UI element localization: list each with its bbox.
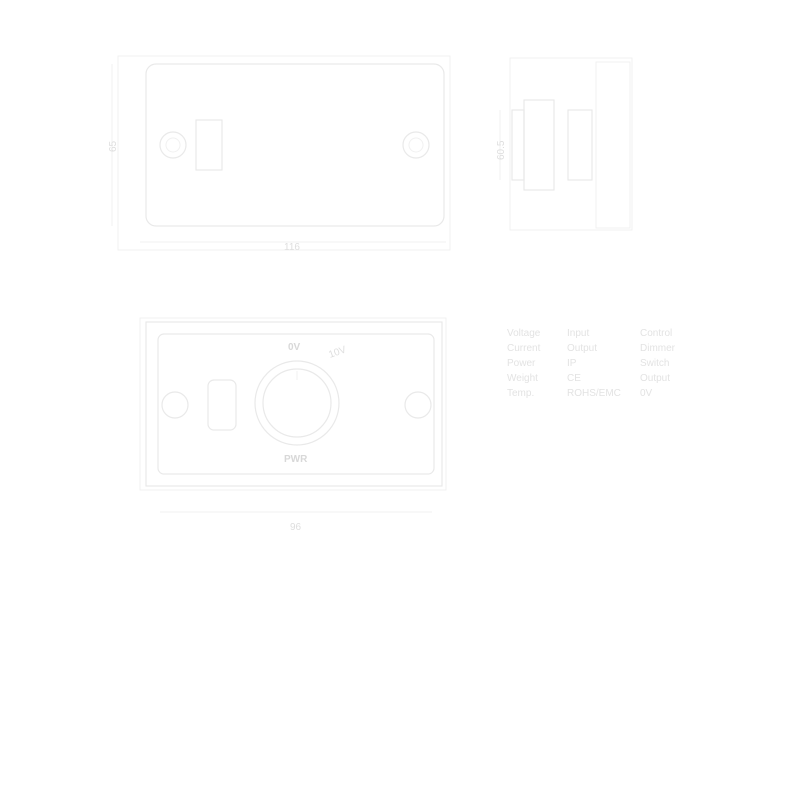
spec-cell: Temp. — [507, 388, 535, 399]
spec-cell: Output — [640, 373, 671, 384]
side-back-box — [595, 61, 631, 229]
side-plate-edge — [511, 109, 525, 181]
dimmer-frame — [145, 321, 443, 487]
spec-cell: Voltage — [507, 328, 541, 339]
knob-max-label: 10V — [327, 344, 348, 361]
spec-row: Temp. ROHS/EMC 0V — [507, 386, 707, 401]
dimmer-knob-outer — [254, 360, 340, 446]
spec-cell: 0V — [640, 388, 653, 399]
front-plate — [145, 63, 445, 227]
spec-row: Current Output Dimmer — [507, 341, 707, 356]
spec-cell: Input — [567, 328, 590, 339]
left-screw-icon — [159, 131, 187, 159]
height-dimension-label: 65 — [108, 140, 119, 152]
mode-label: PWR — [284, 454, 308, 465]
side-view: 60.5 — [496, 57, 633, 231]
front-view: 116 65 — [108, 55, 451, 253]
rocker-switch — [195, 119, 223, 171]
width-dimension-label: 116 — [284, 242, 300, 253]
side-outer-frame — [509, 57, 633, 231]
spec-cell: CE — [567, 373, 581, 384]
knob-min-label: 0V — [288, 342, 301, 353]
spec-cell: Dimmer — [640, 343, 675, 354]
dimmer-view: 0V 10V PWR 96 — [139, 317, 447, 533]
side-switch — [567, 109, 593, 181]
dimmer-dimension-label: 96 — [290, 522, 302, 533]
spec-row: Voltage Input Control — [507, 326, 707, 341]
dimmer-plate — [157, 333, 435, 475]
dimmer-outer-frame — [139, 317, 447, 491]
spec-cell: Weight — [507, 373, 538, 384]
spec-cell: IP — [567, 358, 577, 369]
side-dimension-label: 60.5 — [496, 140, 507, 160]
dimmer-right-screw-icon — [404, 391, 432, 419]
spec-row: Power IP Switch — [507, 356, 707, 371]
dimmer-switch — [207, 379, 237, 431]
dimmer-knob-icon — [262, 368, 332, 438]
spec-cell: Output — [567, 343, 598, 354]
spec-cell: ROHS/EMC — [567, 388, 621, 399]
spec-row: Weight CE Output — [507, 371, 707, 386]
front-outer-frame — [117, 55, 451, 251]
spec-cell: Switch — [640, 358, 670, 369]
spec-table: Voltage Input Control Current Output Dim… — [507, 326, 707, 401]
spec-cell: Power — [507, 358, 536, 369]
right-screw-inner — [408, 137, 424, 153]
side-body — [523, 99, 555, 191]
left-screw-inner — [165, 137, 181, 153]
spec-cell: Current — [507, 343, 541, 354]
right-screw-icon — [402, 131, 430, 159]
spec-cell: Control — [640, 328, 673, 339]
dimmer-left-screw-icon — [161, 391, 189, 419]
